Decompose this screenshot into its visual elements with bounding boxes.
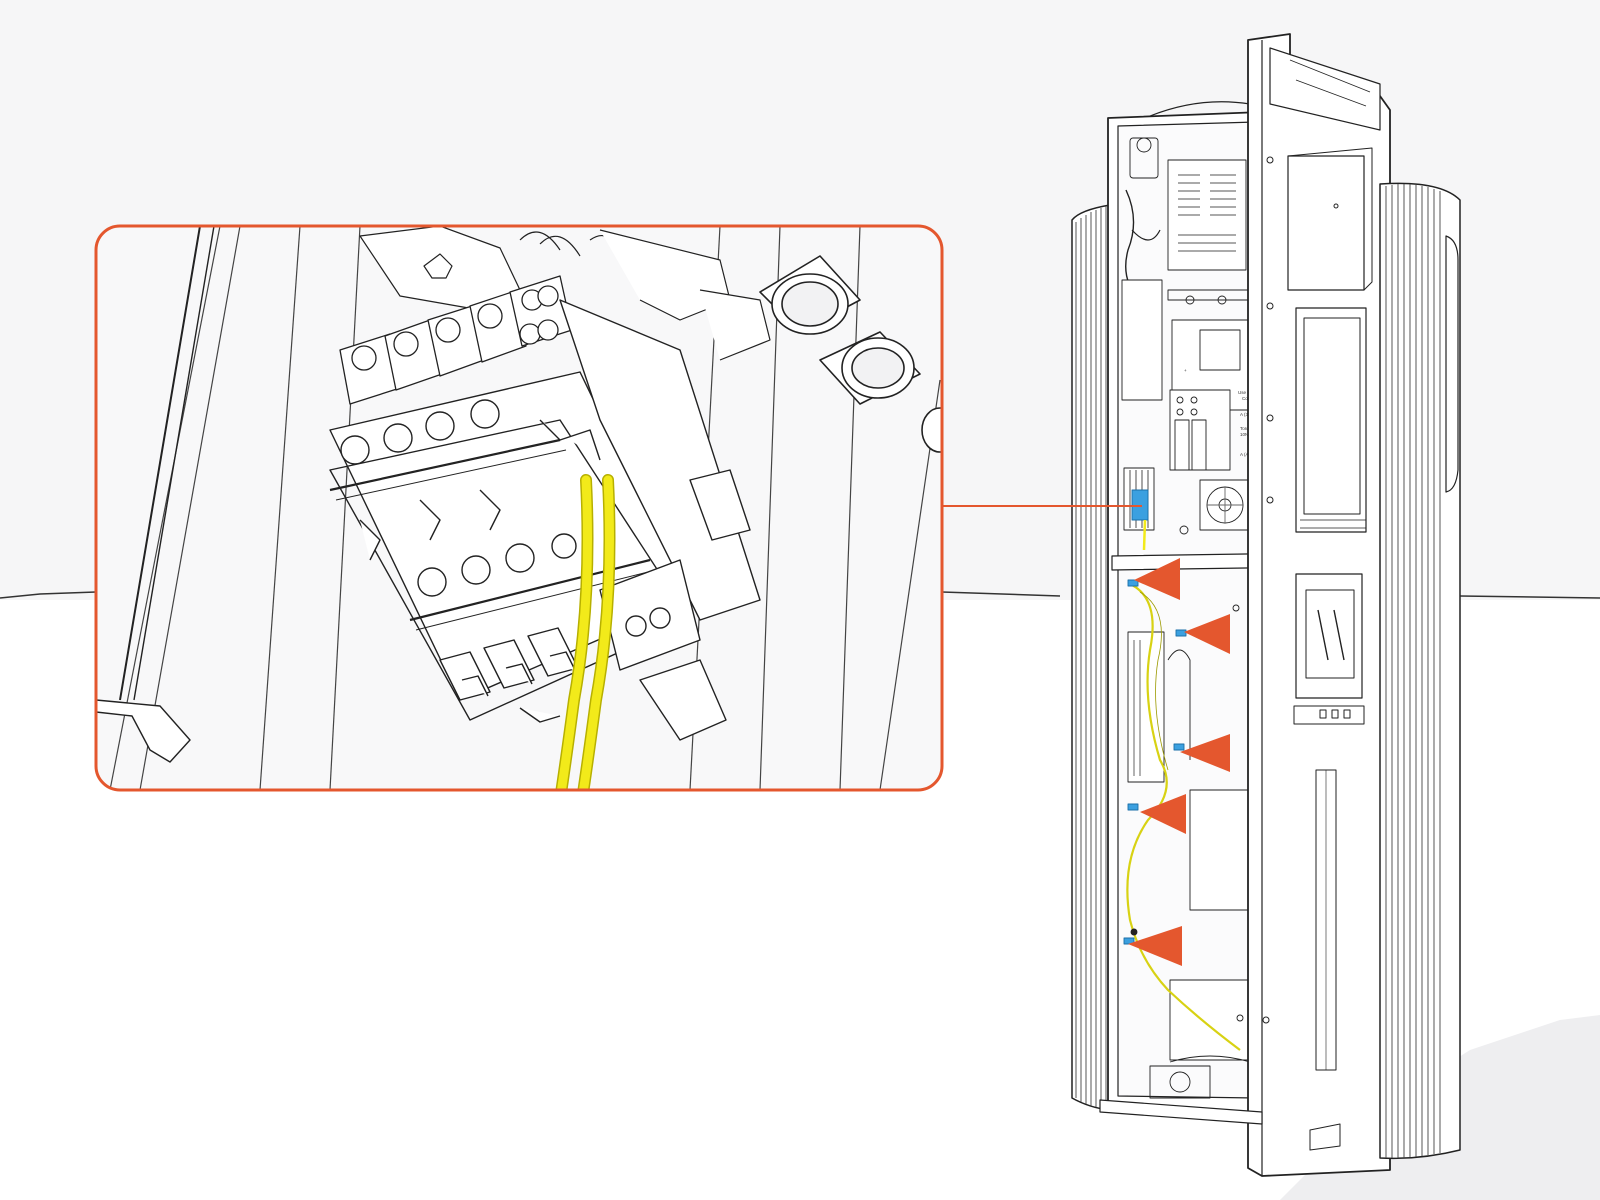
right-side-panel: [1379, 182, 1461, 1160]
plus-symbol: +: [1184, 368, 1187, 373]
charger-unit: + Use Copper Conductors A (300/600V) Tor…: [1071, 33, 1461, 1177]
triangle-arrow-icon: [1184, 614, 1230, 654]
triangle-arrow-icon: [1140, 794, 1186, 834]
triangle-arrow-icon: [1134, 558, 1180, 600]
upper-electronics: [1121, 137, 1253, 551]
cabinet-base: [1099, 1099, 1263, 1125]
inset-yellow-wires: [554, 474, 616, 790]
pointer-arrows: [1128, 558, 1230, 966]
open-door-panel: [1247, 33, 1391, 1177]
horizon-line: [0, 591, 1600, 599]
zoom-inset-callout: [94, 224, 944, 792]
inset-cylinders: [759, 255, 942, 453]
left-side-panel: [1071, 204, 1111, 1111]
triangle-arrow-icon: [1128, 926, 1182, 966]
inset-upper-terminals: [339, 275, 573, 405]
inset-top-plate: [359, 226, 771, 361]
label-line-6: A (Al): [1240, 452, 1252, 457]
triangle-arrow-icon: [1180, 734, 1230, 772]
inset-breaker-block: [329, 299, 761, 741]
inset-left-bracket: [96, 226, 215, 763]
